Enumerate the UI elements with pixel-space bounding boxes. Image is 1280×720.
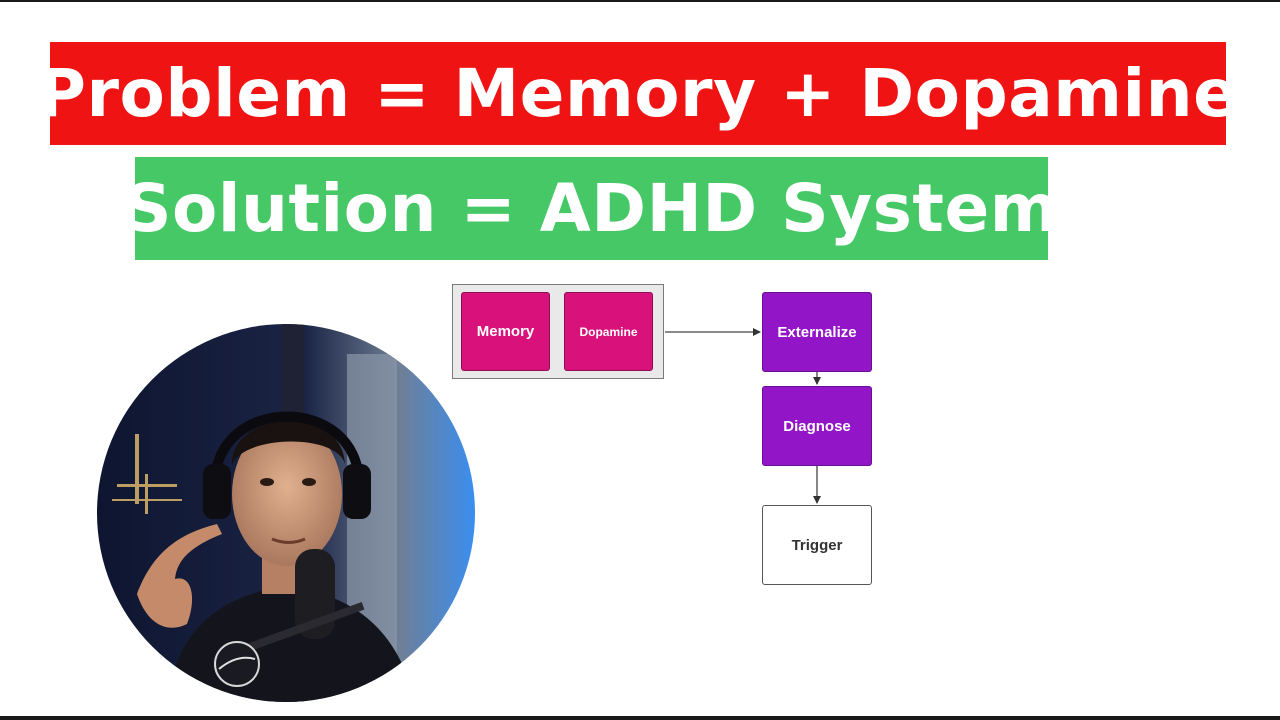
dopamine-node: Dopamine (564, 292, 653, 371)
trigger-node: Trigger (762, 505, 872, 585)
externalize-node: Externalize (762, 292, 872, 372)
presenter-illustration (97, 324, 475, 702)
nasa-logo-icon (214, 641, 260, 687)
solution-banner: Solution = ADHD System (124, 157, 1059, 260)
memory-node: Memory (461, 292, 550, 371)
frame-bottom-edge (0, 716, 1280, 720)
diagnose-node: Diagnose (762, 386, 872, 466)
presenter-webcam (97, 324, 475, 702)
problem-banner: Problem = Memory + Dopamine (38, 42, 1238, 145)
frame-top-edge (0, 0, 1280, 2)
